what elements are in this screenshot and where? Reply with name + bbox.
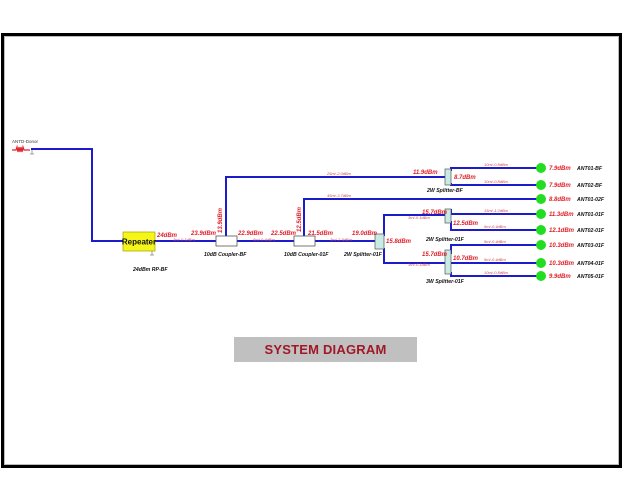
ant01-01f-cable: 15m/-1.2dBm (484, 208, 509, 213)
antenna-ant02-bf[interactable]: 7.9dBm ANT02-BF (536, 180, 603, 190)
splitter-3w-power-out: 10.7dBm (453, 256, 479, 262)
antenna-icon (536, 194, 546, 204)
antenna-power: 12.1dBm (549, 228, 575, 234)
antenna-ant05-01f[interactable]: 9.9dBm ANT05-01F (536, 271, 605, 281)
ant01-bf-cable: 10m/-0.8dBm (484, 162, 509, 167)
diagram-title: SYSTEM DIAGRAM (264, 342, 387, 357)
antenna-ant01-02f[interactable]: 8.8dBm ANT01-02F (536, 194, 605, 204)
antenna-icon (536, 180, 546, 190)
antenna-icon (536, 258, 546, 268)
antenna-name: ANT01-01F (576, 212, 605, 218)
coupler-bf-power-tap: 13.9dBm (218, 207, 224, 233)
antenna-name: ANT03-01F (576, 243, 605, 249)
splitter-bf-power-in: 11.9dBm (413, 170, 438, 176)
splitter-bf-label: 2W Splitter-BF (426, 188, 464, 194)
donor-antenna: ANTD-Donor (12, 139, 39, 155)
diagram-frame (1, 33, 622, 468)
splitter-01f-upper-power-out: 12.5dBm (453, 221, 479, 227)
donor-feeder (31, 148, 123, 242)
feeder-02f-cable: 45m/-3.7dBm (327, 193, 352, 198)
splitter-3w-label: 3W Splitter-01F (426, 279, 465, 285)
splitter-bf-power-out: 8.7dBm (454, 175, 476, 181)
coupler-01f-power-tap: 12.5dBm (297, 206, 303, 232)
ant02-01f-cable: 5m/-0.4dBm (484, 224, 506, 229)
coupler-bf[interactable] (215, 235, 238, 247)
ant02-bf-cable: 10m/-0.8dBm (484, 179, 509, 184)
antenna-name: ANT02-01F (576, 228, 605, 234)
antenna-power: 11.3dBm (549, 212, 574, 218)
coupler-bf-cable: 5m/-0.4dBm (253, 237, 275, 242)
title-banner: SYSTEM DIAGRAM (234, 337, 417, 362)
antenna-name: ANT02-BF (576, 183, 603, 189)
coupler-01f-power-through: 21.5dBm (307, 231, 334, 237)
donor-label: ANTD-Donor (12, 139, 39, 144)
antenna-power: 9.9dBm (549, 274, 571, 280)
ant05-01f-cable: 10m/-0.8dBm (484, 270, 509, 275)
antenna-icon (536, 209, 546, 219)
antenna-icon (536, 163, 546, 173)
splitter-01f-upper-cable: 3m/-0.1dBm (408, 215, 430, 220)
splitter-3w-power-in: 15.7dBm (422, 252, 448, 258)
repeater[interactable]: Repeater (122, 231, 156, 256)
coupler-01f-label: 10dB Coupler-01F (284, 252, 329, 258)
coupler-bf-label: 10dB Coupler-BF (204, 252, 247, 258)
antenna-name: ANT05-01F (576, 274, 605, 280)
splitter-01f-power-out: 15.8dBm (386, 239, 412, 245)
antenna-ant01-bf[interactable]: 7.9dBm ANT01-BF (536, 163, 603, 173)
splitter-3w-cable: 3m/-0.1dBm (408, 262, 430, 267)
donor-antenna-icon (12, 144, 34, 155)
feeder-coupler-01f-tap (303, 198, 537, 236)
antenna-icon (536, 271, 546, 281)
feeder-splitter-01f-lower (383, 248, 445, 264)
splitter-01f-upper-label: 2W Splitter-01F (425, 237, 465, 243)
antenna-icon (536, 240, 546, 250)
antenna-power: 10.3dBm (549, 261, 575, 267)
splitter-2w-bf[interactable] (444, 168, 452, 186)
ant04-01f-cable: 5m/-0.4dBm (484, 257, 506, 262)
splitter-bf-cable: 25m/-2.0dBm (326, 171, 352, 176)
antenna-power: 7.9dBm (549, 166, 571, 172)
splitter-3w-01f[interactable] (444, 249, 452, 275)
feeder-ant01-bf (450, 167, 537, 171)
feeder-splitter-01f-upper (383, 214, 445, 236)
coupler-01f-cable: 3m/-2.5dBm (330, 237, 352, 242)
antenna-power: 7.9dBm (549, 183, 571, 189)
feeder-coupler-bf-tap (225, 176, 445, 236)
antenna-power: 8.8dBm (549, 197, 571, 203)
coupler-01f-power-in: 22.5dBm (270, 231, 297, 237)
splitter-01f-label: 2W Splitter-01F (343, 252, 383, 258)
splitter-2w-01f-main[interactable] (374, 233, 385, 250)
ant03-01f-cable: 5m/-0.4dBm (484, 239, 506, 244)
antenna-icon (536, 225, 546, 235)
coupler-bf-power-in: 23.9dBm (190, 231, 217, 237)
antenna-name: ANT01-02F (576, 197, 605, 203)
coupler-bf-power-through: 22.9dBm (237, 231, 264, 237)
repeater-caption: 24dBm RP-BF (132, 267, 168, 273)
splitter-01f-upper-power-in: 15.7dBm (422, 210, 448, 216)
coupler-01f[interactable] (293, 235, 316, 247)
antenna-power: 10.3dBm (549, 243, 575, 249)
feeder-ant03-01f (450, 244, 537, 254)
feeder-ant02-01f (450, 221, 537, 231)
repeater-cable: 3m/-0.1dBm (173, 237, 195, 242)
antenna-name: ANT01-BF (576, 166, 603, 172)
repeater-power: 24dBm (156, 233, 178, 239)
splitter-2w-01f-upper[interactable] (444, 208, 452, 224)
antenna-name: ANT04-01F (576, 261, 605, 267)
repeater-label: Repeater (122, 238, 156, 247)
splitter-01f-power-in: 19.0dBm (352, 231, 378, 237)
